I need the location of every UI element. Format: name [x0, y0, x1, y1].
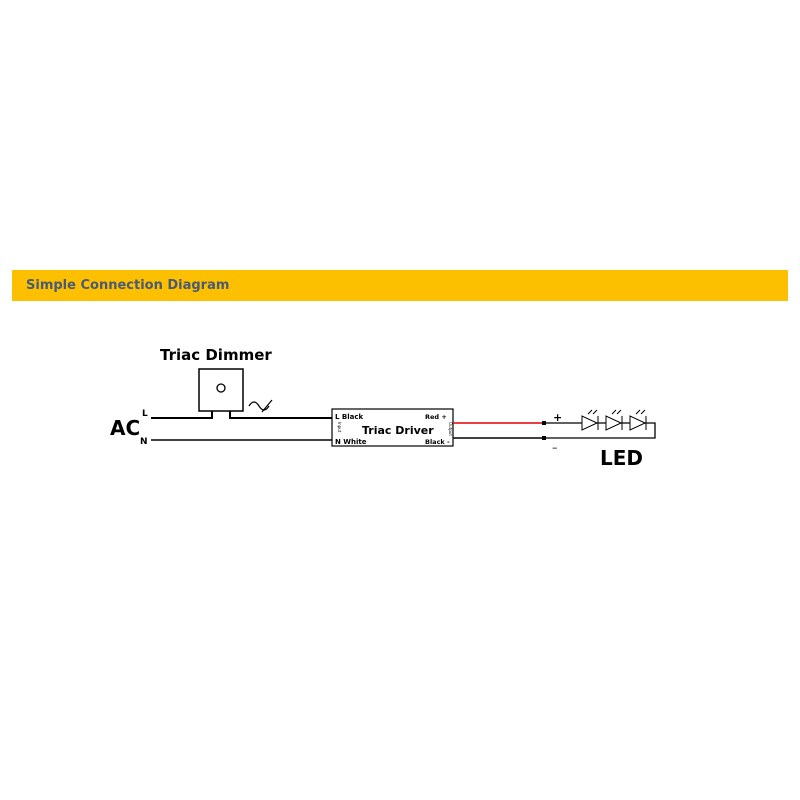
driver-output-side-label: Output	[448, 422, 453, 436]
dimmer-box	[198, 368, 244, 412]
dimmer-symbol-icon	[248, 399, 273, 413]
line-label: L	[142, 409, 148, 419]
driver-input-n: N White	[335, 438, 367, 446]
led-diode-icon	[581, 409, 599, 431]
minus-label: –	[552, 441, 558, 454]
led-diode-icon	[605, 409, 623, 431]
driver-output-neg: Black -	[425, 438, 450, 446]
positive-terminal	[542, 421, 546, 425]
section-header-bar: Simple Connection Diagram	[12, 270, 788, 301]
dimmer-label: Triac Dimmer	[160, 346, 272, 364]
neutral-label: N	[140, 437, 148, 447]
plus-label: +	[553, 411, 562, 424]
driver-output-pos: Red +	[425, 413, 447, 421]
section-title: Simple Connection Diagram	[26, 278, 230, 293]
triac-driver-box	[331, 408, 454, 447]
ac-label: AC	[110, 416, 140, 440]
driver-title: Triac Driver	[362, 424, 434, 437]
driver-input-side-label: Input	[337, 422, 342, 433]
negative-terminal	[542, 436, 546, 440]
dimmer-knob-icon	[216, 383, 226, 393]
led-diode-icon	[629, 409, 647, 431]
driver-input-l: L Black	[335, 413, 364, 421]
led-circuit-wire	[544, 422, 656, 439]
live-wire	[151, 411, 332, 419]
led-label: LED	[600, 446, 643, 470]
